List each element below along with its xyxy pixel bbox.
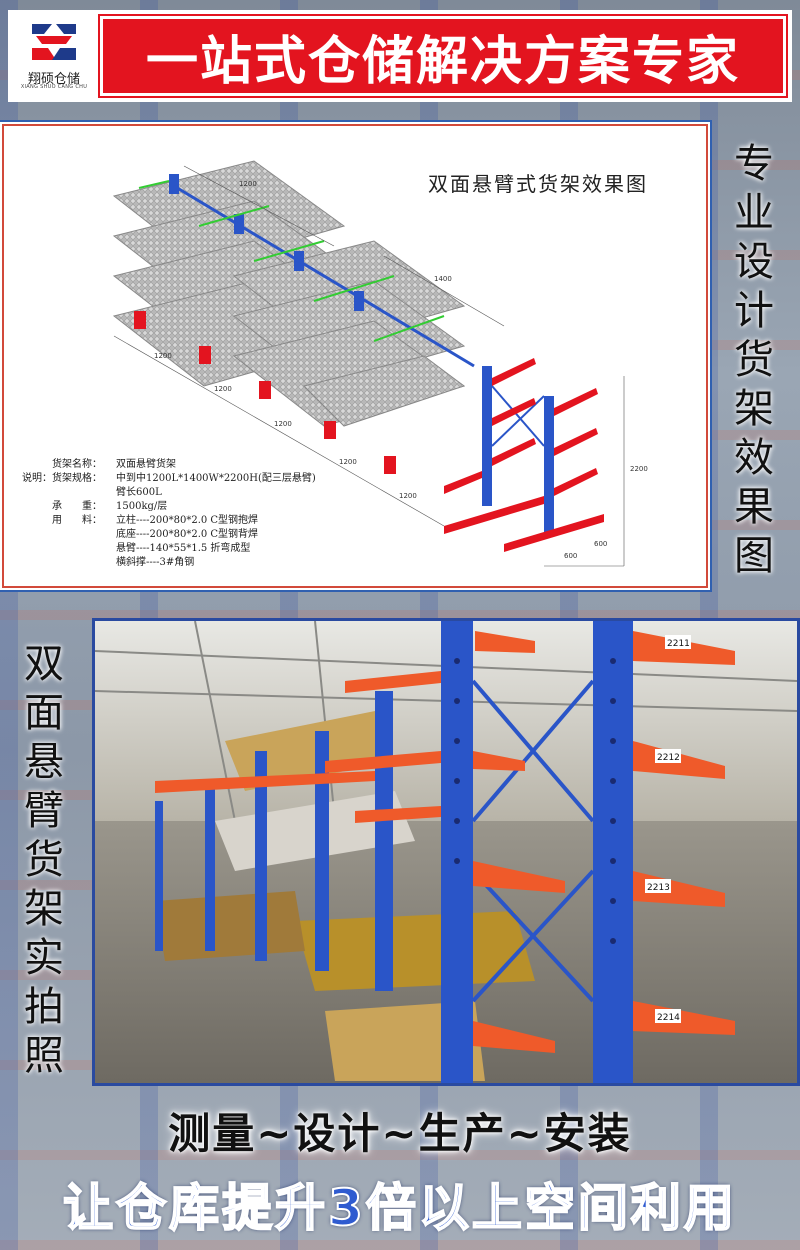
rack-tag: 2212 xyxy=(657,753,680,763)
spec-row: 承 重： 1500kg/层 xyxy=(52,501,168,512)
spec-block: 货架名称： 双面悬臂货架 说明： 货架规格： 中到中1200L*1400W*22… xyxy=(22,458,316,570)
vertical-label-char: 计 xyxy=(734,288,774,334)
spec-row: 说明： 货架规格： 中到中1200L*1400W*2200H(配三层悬臂) xyxy=(22,473,316,484)
spec-row: 用 料： 立柱----200*80*2.0 C型钢抱焊 xyxy=(52,515,259,526)
vertical-label-char: 专 xyxy=(734,141,774,187)
spec-row: 底座----200*80*2.0 C型钢背焊 xyxy=(116,529,259,540)
spec-row: 货架名称： 双面悬臂货架 xyxy=(52,459,176,470)
vertical-label-char: 效 xyxy=(734,435,774,481)
logo-subtext: XIANG SHUO CANG CHU xyxy=(20,84,88,90)
rack-tag: 2213 xyxy=(647,883,670,893)
dim-label: 1200 xyxy=(399,492,417,500)
page-title: 一站式仓储解决方案专家 xyxy=(145,31,740,92)
vertical-label-char: 货 xyxy=(24,837,64,883)
dimension-labels: 1200 1200 1200 1200 1200 1200 600 600 14… xyxy=(154,180,648,560)
dim-label: 1200 xyxy=(154,352,172,360)
spec-row: 臂长600L xyxy=(116,487,162,498)
diagram-panel: 1200 1200 1200 1200 1200 1200 600 600 14… xyxy=(2,124,708,588)
dim-label: 600 xyxy=(564,552,577,560)
rack-tag: 2214 xyxy=(657,1013,680,1023)
vertical-label-char: 实 xyxy=(24,935,64,981)
vertical-label-char: 架 xyxy=(734,386,774,432)
diagram-title: 双面悬臂式货架效果图 xyxy=(428,172,648,196)
vertical-label-char: 果 xyxy=(734,484,774,530)
header: 翔硕仓储 XIANG SHUO CANG CHU 一站式仓储解决方案专家 xyxy=(8,10,792,102)
vertical-label-char: 业 xyxy=(734,190,774,236)
right-rack xyxy=(444,358,604,552)
vertical-label-char: 图 xyxy=(734,533,774,579)
warehouse-photo: 2211 2212 2213 2214 xyxy=(92,618,800,1086)
header-banner: 一站式仓储解决方案专家 xyxy=(98,14,788,98)
slogan-benefit: 让仓库提升3倍以上空间利用 xyxy=(62,1178,737,1238)
dim-label: 1200 xyxy=(274,420,292,428)
left-rack xyxy=(112,160,475,474)
vertical-label-char: 悬 xyxy=(24,739,64,785)
dim-label: 1200 xyxy=(339,458,357,466)
vertical-label-char: 设 xyxy=(734,239,774,285)
dim-label: 1400 xyxy=(434,275,452,283)
slogan-process: 测量~设计~生产~安装 xyxy=(168,1109,632,1158)
spec-row: 横斜撑----3#角钢 xyxy=(116,557,195,568)
vertical-label-char: 双 xyxy=(24,641,64,687)
cantilever-rack-photo: 2211 2212 2213 2214 xyxy=(95,621,797,1083)
vertical-label-char: 臂 xyxy=(24,788,64,834)
vertical-label-char: 照 xyxy=(24,1033,64,1079)
logo-text: 翔硕仓储 xyxy=(27,72,80,87)
dim-label: 1200 xyxy=(239,180,257,188)
dim-label: 2200 xyxy=(630,465,648,473)
vertical-label-char: 拍 xyxy=(24,984,64,1030)
dim-label: 600 xyxy=(594,540,607,548)
spec-row: 悬臂----140*55*1.5 折弯成型 xyxy=(116,543,251,554)
vertical-label-char: 架 xyxy=(24,886,64,932)
dimension-lines xyxy=(113,165,625,567)
dim-label: 1200 xyxy=(214,385,232,393)
logo: 翔硕仓储 XIANG SHUO CANG CHU xyxy=(16,16,92,96)
vertical-label-char: 货 xyxy=(734,337,774,383)
logo-mark-icon xyxy=(30,22,78,62)
vertical-label-char: 面 xyxy=(24,690,64,736)
rack-tag: 2211 xyxy=(667,639,690,649)
right-vertical-label: 专业设计货架效果图 xyxy=(724,140,784,579)
left-vertical-label: 双面悬臂货架实拍照 xyxy=(14,640,74,1079)
rack-diagram: 1200 1200 1200 1200 1200 1200 600 600 14… xyxy=(112,160,648,567)
